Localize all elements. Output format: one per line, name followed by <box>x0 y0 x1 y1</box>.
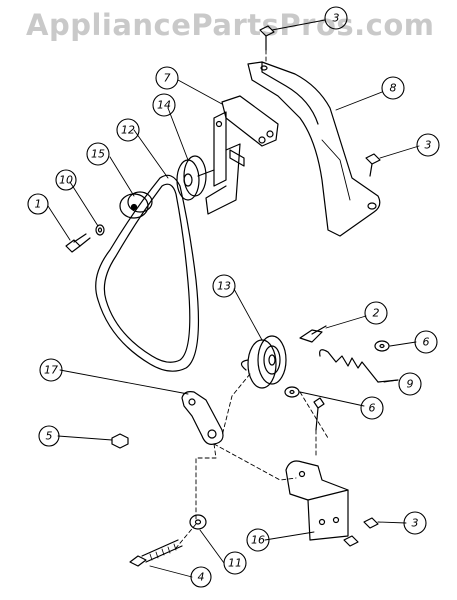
svg-text:4: 4 <box>198 571 205 584</box>
svg-text:9: 9 <box>407 378 414 391</box>
callout-10: 10 <box>55 169 77 191</box>
idler-arm-part-17 <box>181 391 224 445</box>
svg-text:3: 3 <box>425 139 432 152</box>
assembly-dashed-lines <box>175 49 329 549</box>
screw-part-3-top <box>259 25 275 51</box>
callout-17: 17 <box>39 358 63 382</box>
callout-3-bottom: 3 <box>403 511 427 535</box>
callout-7: 7 <box>155 66 179 90</box>
callout-6-lower: 6 <box>360 396 384 420</box>
svg-text:10: 10 <box>59 174 73 187</box>
svg-text:1: 1 <box>35 198 42 211</box>
callout-4: 4 <box>190 566 212 588</box>
svg-text:12: 12 <box>121 124 135 137</box>
callout-8: 8 <box>381 76 405 100</box>
pulley-part-15 <box>119 191 153 219</box>
bolt-part-4 <box>129 539 183 567</box>
callout-3-right: 3 <box>416 133 440 157</box>
screw-part-3-right <box>365 153 381 177</box>
callout-14: 14 <box>152 93 176 117</box>
svg-text:2: 2 <box>373 307 380 320</box>
washer-part-6-upper <box>374 340 390 352</box>
callout-6-upper: 6 <box>414 330 438 354</box>
pulley-part-14 <box>176 155 215 201</box>
washer-part-6-lower <box>284 386 300 398</box>
callout-5: 5 <box>38 425 60 447</box>
svg-text:3: 3 <box>412 517 419 530</box>
bolt-part-1 <box>65 233 91 253</box>
bracket-part-7 <box>205 95 279 215</box>
svg-text:16: 16 <box>251 534 265 547</box>
watermark-logo: AppliancePartsPros.com <box>26 8 435 42</box>
callout-3-top: 3 <box>324 6 348 30</box>
washer-part-11 <box>189 514 207 530</box>
svg-text:7: 7 <box>164 72 171 85</box>
callout-12: 12 <box>116 118 140 142</box>
svg-text:14: 14 <box>157 99 171 112</box>
pulley-part-13 <box>240 335 287 389</box>
bracket-part-16 <box>285 397 349 541</box>
callout-1: 1 <box>27 193 49 215</box>
callout-13: 13 <box>212 274 236 298</box>
callout-2: 2 <box>364 301 388 325</box>
svg-text:3: 3 <box>333 12 340 25</box>
callout-15: 15 <box>86 142 110 166</box>
svg-text:6: 6 <box>423 336 430 349</box>
bracket-part-8 <box>247 61 381 237</box>
svg-text:8: 8 <box>390 82 397 95</box>
belt-part-12 <box>95 174 200 372</box>
svg-text:17: 17 <box>44 364 58 377</box>
svg-text:5: 5 <box>46 430 53 443</box>
nut-part-5 <box>111 433 129 449</box>
washer-part-10 <box>95 224 105 236</box>
callout-16: 16 <box>246 528 270 552</box>
svg-text:11: 11 <box>228 557 242 570</box>
screw-part-3-bottom <box>343 517 379 547</box>
svg-text:6: 6 <box>369 402 376 415</box>
leader-lines <box>47 19 420 578</box>
svg-text:15: 15 <box>91 148 105 161</box>
bolt-part-2 <box>299 325 327 343</box>
callout-bubbles: 3 7 8 14 12 15 10 1 3 13 2 6 9 6 17 5 16… <box>27 6 440 588</box>
callout-9: 9 <box>398 372 422 396</box>
svg-text:13: 13 <box>217 280 231 293</box>
callout-11: 11 <box>223 551 247 575</box>
spring-part-9 <box>319 349 399 383</box>
